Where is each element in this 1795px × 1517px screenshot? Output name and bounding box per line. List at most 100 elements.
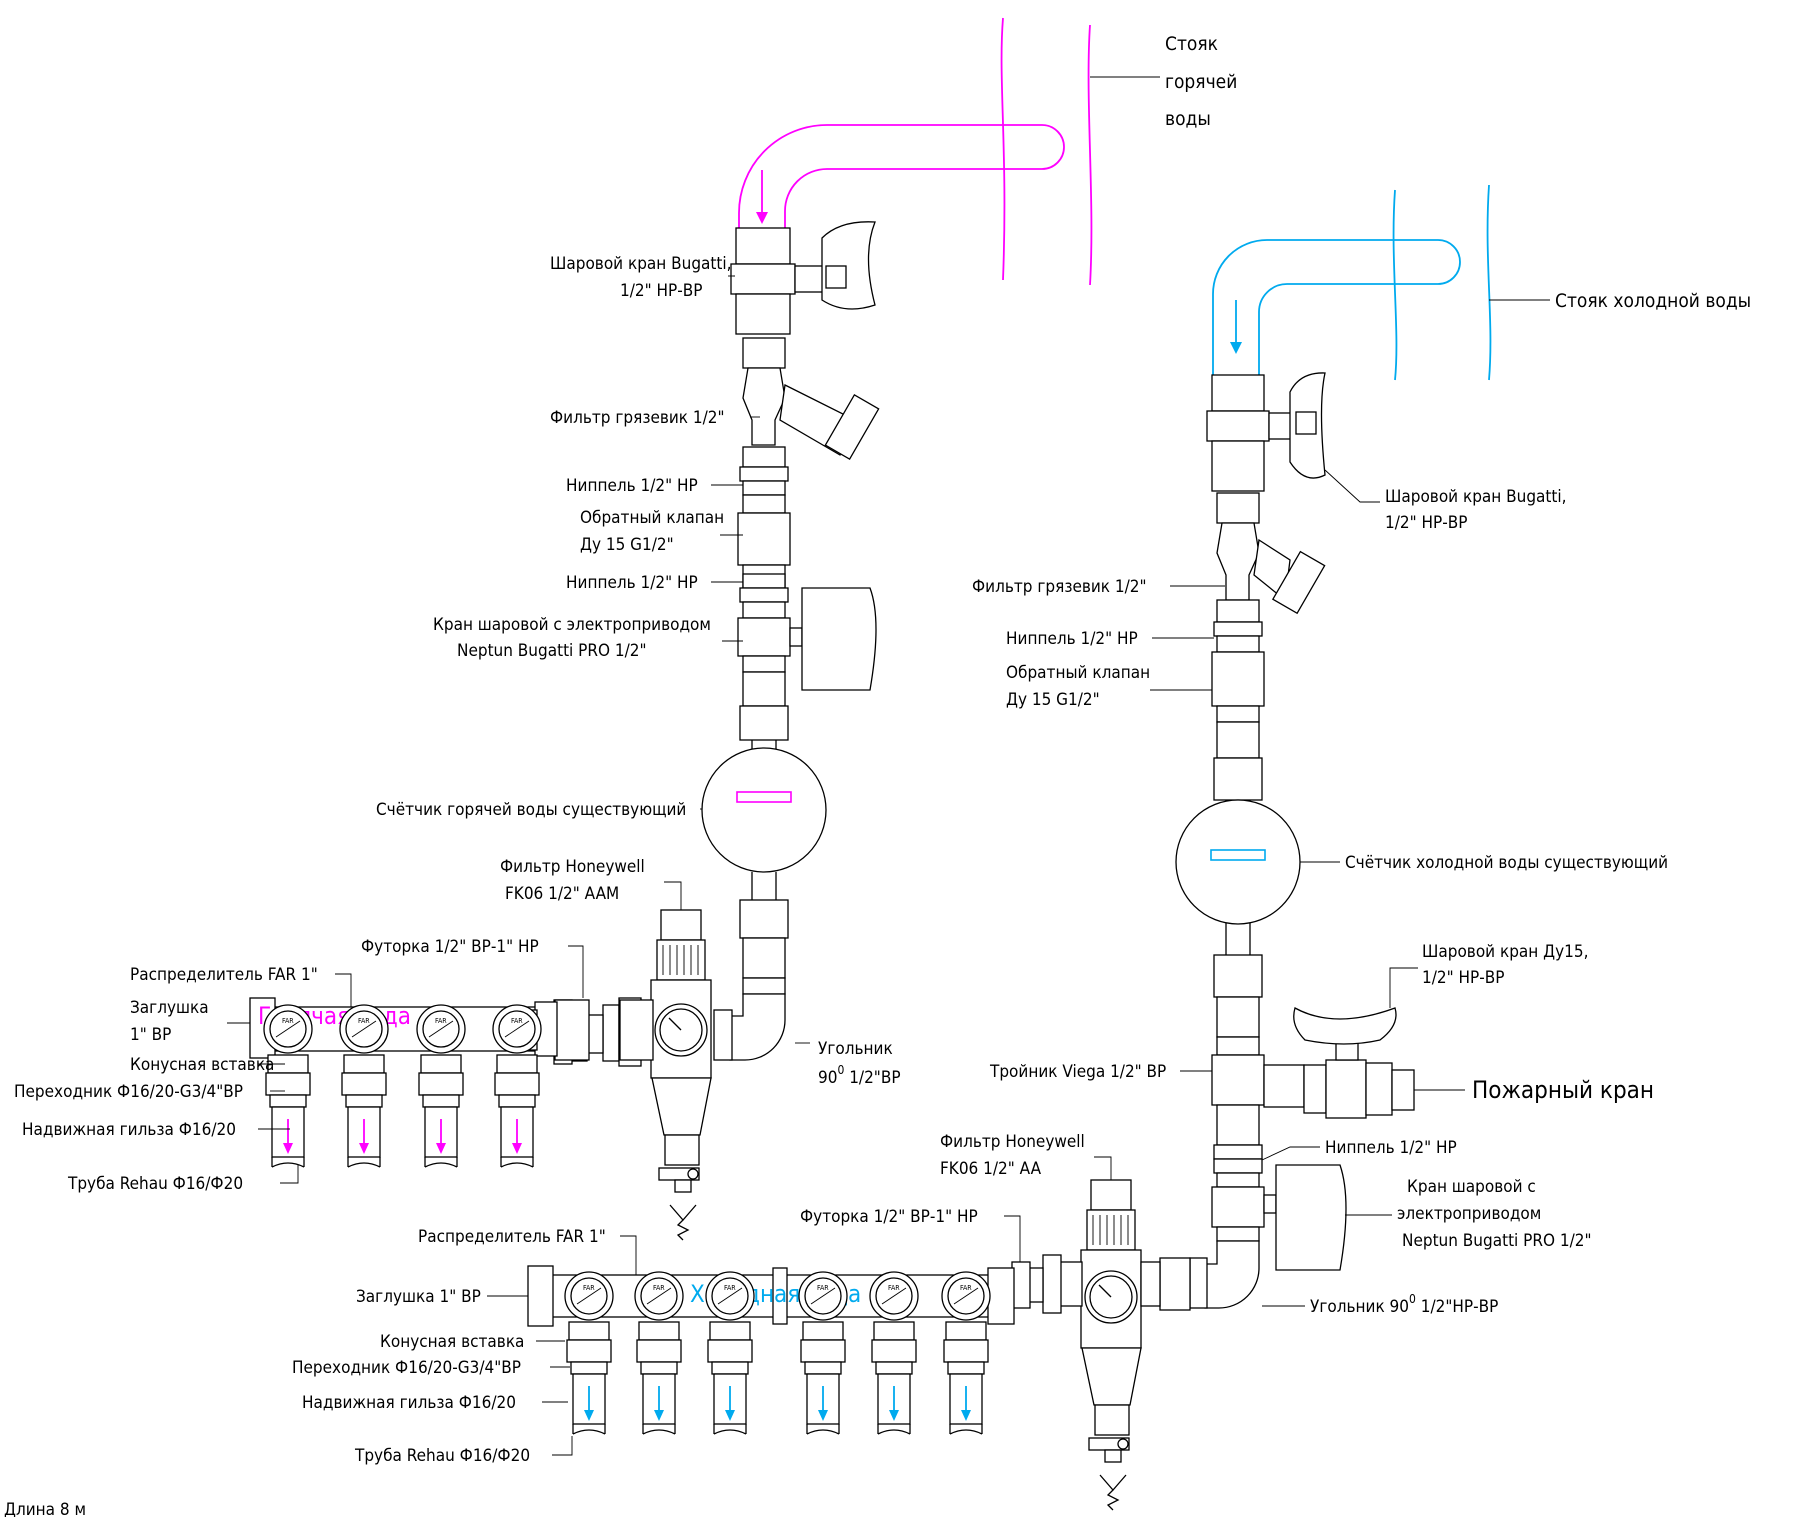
hot-meter (701, 671, 827, 995)
hot-sleeve-label: Надвижная гильза Ф16/20 (22, 1120, 236, 1140)
cold-outlet-6: FAR (941, 1271, 991, 1435)
hot-motor-valve-label-2: Neptun Bugatti PRO 1/2" (457, 641, 647, 661)
hot-meter-label: Счётчик горячей воды существующий (376, 800, 686, 820)
far-mark: FAR (653, 1284, 665, 1292)
cold-ball-valve-label-2: 1/2" НР-ВР (1385, 513, 1467, 533)
cold-manifold-label: Распределитель FAR 1" (418, 1227, 606, 1247)
hot-nipple-2 (739, 573, 789, 603)
cold-motor-valve-label-2: электроприводом (1397, 1204, 1541, 1224)
cold-honeywell-filter (1080, 1179, 1142, 1511)
cold-cone-label: Конусная вставка (380, 1332, 524, 1352)
far-mark: FAR (282, 1017, 294, 1025)
cold-outlet-2: FAR (634, 1271, 684, 1435)
hot-ball-valve-label-1: Шаровой кран Bugatti, (550, 254, 732, 274)
hot-check-valve-label-2: Ду 15 G1/2" (580, 535, 674, 555)
cold-meter (1175, 799, 1301, 1038)
cold-outlet-5: FAR (869, 1271, 919, 1435)
hot-check-valve (737, 494, 791, 588)
cold-connector-row (1011, 1254, 1191, 1314)
svg-text:воды: воды (1165, 108, 1211, 130)
hot-riser-label: Стояк горячей воды (1090, 33, 1237, 130)
cold-sleeve-label: Надвижная гильза Ф16/20 (302, 1393, 516, 1413)
hot-nipple-2-label: Ниппель 1/2" НР (566, 573, 698, 593)
cold-riser (1212, 184, 1492, 381)
far-mark: FAR (435, 1017, 447, 1025)
svg-text:Стояк холодной воды: Стояк холодной воды (1555, 290, 1751, 312)
cold-strainer-label: Фильтр грязевик 1/2" (972, 577, 1147, 597)
fire-valve-label: Пожарный кран (1472, 1076, 1654, 1104)
cold-plug-label: Заглушка 1" ВР (356, 1287, 481, 1307)
cold-pipe-label: Труба Rehau Ф16/Ф20 (354, 1446, 530, 1466)
cold-riser-label: Стояк холодной воды (1489, 290, 1751, 312)
far-mark: FAR (724, 1284, 736, 1292)
cold-bushing-label: Футорка 1/2" ВР-1" НР (800, 1207, 978, 1227)
far-mark: FAR (511, 1017, 523, 1025)
far-mark: FAR (358, 1017, 370, 1025)
cold-outlet-3: FAR (705, 1271, 755, 1435)
cold-ball-valve-label-1: Шаровой кран Bugatti, (1385, 487, 1567, 507)
hot-strainer-label: Фильтр грязевик 1/2" (550, 408, 725, 428)
hot-motor-valve-label-1: Кран шаровой с электроприводом (433, 615, 711, 635)
cold-nipple-2-label: Ниппель 1/2" НР (1325, 1138, 1457, 1158)
hot-outlet-3: FAR (416, 1004, 466, 1168)
cold-labels: Шаровой кран Bugatti, 1/2" НР-ВР Фильтр … (292, 469, 1668, 1466)
cold-motor-valve-label-3: Neptun Bugatti PRO 1/2" (1402, 1231, 1592, 1251)
cold-honeywell-label-2: FK06 1/2" AA (940, 1159, 1042, 1179)
cold-outlet-1: FAR (564, 1271, 614, 1435)
svg-text:Стояк: Стояк (1165, 33, 1218, 55)
hot-outlet-2: FAR (339, 1004, 389, 1168)
hot-pipe-label: Труба Rehau Ф16/Ф20 (67, 1174, 243, 1194)
cold-check-valve-label-2: Ду 15 G1/2" (1006, 690, 1100, 710)
hot-honeywell-filter (650, 909, 712, 1241)
hot-bushing (554, 999, 654, 1061)
hot-ball-valve-label-2: 1/2" НР-ВР (620, 281, 702, 301)
hot-ball-valve (730, 221, 876, 335)
hot-plug-label-1: Заглушка (130, 998, 209, 1018)
hot-check-valve-label-1: Обратный клапан (580, 508, 724, 528)
hot-bushing-label: Футорка 1/2" ВР-1" НР (361, 937, 539, 957)
cold-adapter-label: Переходник Ф16/20-G3/4"ВР (292, 1358, 521, 1378)
cold-honeywell-label-1: Фильтр Honeywell (940, 1132, 1085, 1152)
far-mark: FAR (888, 1284, 900, 1292)
hot-cone-label: Конусная вставка (130, 1055, 274, 1075)
cold-fire-valve (1293, 1007, 1415, 1119)
hot-motor-valve (737, 587, 877, 691)
far-mark: FAR (960, 1284, 972, 1292)
cold-ball-valve-du15-label-2: 1/2" НР-ВР (1422, 968, 1504, 988)
cold-nipple-1-label: Ниппель 1/2" НР (1006, 629, 1138, 649)
cold-outlets: FAR FAR FAR FAR FAR FAR (564, 1271, 991, 1435)
hot-plug-label-2: 1" ВР (130, 1025, 171, 1045)
hot-elbow (713, 993, 786, 1061)
hot-elbow-label-2: 900 1/2"ВР (818, 1063, 901, 1088)
cold-ball-valve-du15-label-1: Шаровой кран Ду15, (1422, 942, 1588, 962)
cold-strainer (1216, 492, 1326, 615)
hot-labels: Шаровой кран Bugatti, 1/2" НР-ВР Фильтр … (14, 254, 901, 1194)
far-mark: FAR (583, 1284, 595, 1292)
hot-adapter-label: Переходник Ф16/20-G3/4"ВР (14, 1082, 243, 1102)
cold-lower-stack (1211, 1104, 1347, 1271)
cold-elbow (1189, 1240, 1260, 1309)
svg-text:горячей: горячей (1165, 71, 1237, 93)
far-mark: FAR (817, 1284, 829, 1292)
hot-honeywell-label-2: FK06 1/2" AAM (505, 884, 619, 904)
cold-nipple-1 (1213, 599, 1263, 653)
hot-outlet-1: FAR (263, 1004, 313, 1168)
cold-check-valve-label-1: Обратный клапан (1006, 663, 1150, 683)
cold-elbow-label: Угольник 900 1/2"НР-ВР (1310, 1292, 1498, 1317)
hot-nipple-1 (739, 446, 789, 496)
hot-nipple-1-label: Ниппель 1/2" НР (566, 476, 698, 496)
cold-motor-valve-label-1: Кран шаровой с (1407, 1177, 1536, 1197)
hot-strainer (742, 337, 880, 461)
cold-outlet-4: FAR (798, 1271, 848, 1435)
footer-note: Длина 8 м (4, 1500, 86, 1517)
cold-check-valve (1211, 651, 1265, 801)
hot-outlets: FAR FAR FAR FAR (263, 1004, 542, 1168)
cold-meter-label: Счётчик холодной воды существующий (1345, 853, 1668, 873)
cold-ball-valve (1206, 372, 1326, 492)
cold-tee-label: Тройник Viega 1/2" ВР (989, 1062, 1166, 1082)
hot-riser (738, 17, 1093, 286)
cold-tee (1211, 1036, 1305, 1108)
hot-honeywell-label-1: Фильтр Honeywell (500, 857, 645, 877)
hot-outlet-4: FAR (492, 1004, 542, 1168)
